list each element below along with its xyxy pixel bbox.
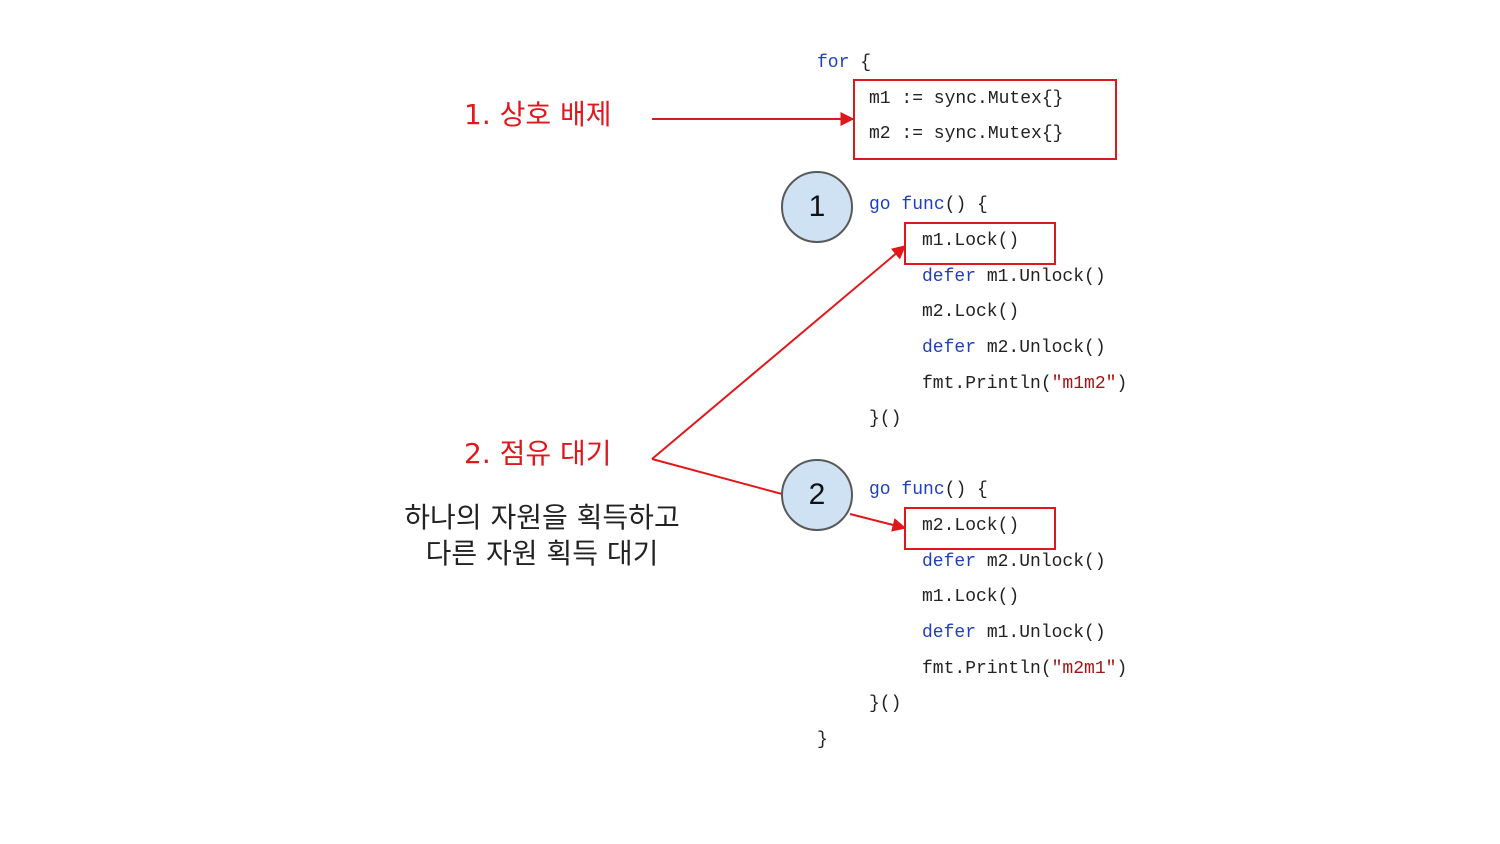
hold-wait-line-to-circle-2 (651, 458, 783, 495)
keyword-go: go (869, 480, 891, 500)
g1-defer-unlock-second: defer m2.Unlock() (922, 338, 1106, 358)
code-line-decl-m2: m2 := sync.Mutex{} (869, 124, 1064, 144)
g1-lock-first: m1.Lock() (922, 231, 1020, 251)
description-line-1: 하나의 자원을 획득하고 (404, 501, 680, 534)
g2-defer-unlock-second: defer m1.Unlock() (922, 623, 1106, 643)
g2-println: fmt.Println("m2m1") (922, 659, 1127, 679)
g1-defer-unlock-first: defer m1.Unlock() (922, 267, 1106, 287)
code-line-for: for { (817, 53, 871, 73)
keyword-func: func (901, 195, 945, 215)
mutual-exclusion-label: 1. 상호 배제 (464, 98, 612, 131)
g2-func-header: go func() { (869, 480, 988, 500)
goroutine-2-marker: 2 (781, 459, 853, 531)
println-call: fmt.Println( (922, 374, 1052, 394)
string-literal: "m1m2" (1051, 374, 1117, 394)
g2-unlock-first-call: m2.Unlock() (976, 552, 1106, 572)
keyword-func: func (901, 480, 945, 500)
m2-lock-box (904, 507, 1056, 550)
keyword-for: for (817, 53, 850, 73)
mutex-declaration-box (853, 79, 1117, 160)
g2-lock-first: m2.Lock() (922, 516, 1020, 536)
hold-wait-arrow-to-m2-lock (849, 513, 907, 532)
hold-and-wait-description: 하나의 자원을 획득하고 다른 자원 획득 대기 (372, 500, 712, 572)
code-line-decl-m1: m1 := sync.Mutex{} (869, 89, 1064, 109)
println-close: ) (1116, 659, 1128, 679)
keyword-defer: defer (922, 623, 977, 643)
g1-unlock-first-call: m1.Unlock() (976, 267, 1106, 287)
func-signature: () { (944, 195, 988, 215)
g1-func-header: go func() { (869, 195, 988, 215)
for-close-brace: } (817, 730, 828, 750)
func-signature: () { (944, 480, 988, 500)
description-line-2: 다른 자원 획득 대기 (425, 537, 659, 570)
println-close: ) (1116, 374, 1128, 394)
g1-println: fmt.Println("m1m2") (922, 374, 1127, 394)
println-call: fmt.Println( (922, 659, 1052, 679)
for-open-brace: { (849, 53, 872, 73)
keyword-defer: defer (922, 267, 977, 287)
keyword-defer: defer (922, 552, 977, 572)
goroutine-1-marker: 1 (781, 171, 853, 243)
string-literal: "m2m1" (1051, 659, 1117, 679)
keyword-defer: defer (922, 338, 977, 358)
hold-wait-arrow-to-m1-lock (651, 245, 907, 460)
g1-func-close: }() (869, 409, 902, 429)
g2-defer-unlock-first: defer m2.Unlock() (922, 552, 1106, 572)
g1-lock-second: m2.Lock() (922, 302, 1020, 322)
keyword-go: go (869, 195, 891, 215)
g2-unlock-second-call: m1.Unlock() (976, 623, 1106, 643)
g1-unlock-second-call: m2.Unlock() (976, 338, 1106, 358)
g2-lock-second: m1.Lock() (922, 587, 1020, 607)
m1-lock-box (904, 222, 1056, 265)
hold-and-wait-label: 2. 점유 대기 (464, 437, 612, 470)
g2-func-close: }() (869, 694, 902, 714)
